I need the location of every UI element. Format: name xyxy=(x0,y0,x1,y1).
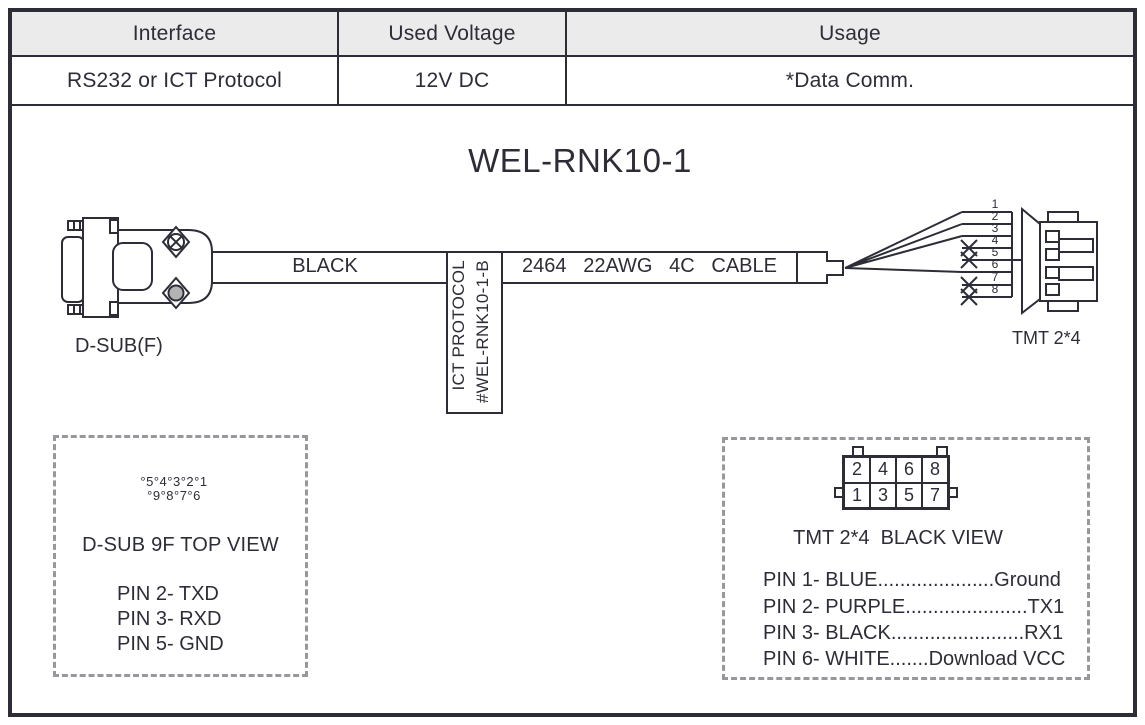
value-used-voltage: 12V DC xyxy=(339,57,567,104)
value-interface: RS232 or ICT Protocol xyxy=(12,57,339,104)
tmt-grid-cell: 5 xyxy=(896,482,922,508)
tmt-view-label: TMT 2*4 BLACK VIEW xyxy=(793,527,1003,549)
wire-number-2: 2 xyxy=(991,209,999,223)
wire-number-8: 8 xyxy=(991,282,999,296)
dsub-pin-5-gnd: PIN 5- GND xyxy=(117,633,224,655)
dsub-view-label: D-SUB 9F TOP VIEW xyxy=(82,534,279,556)
tmt-grid-cell: 4 xyxy=(870,457,896,483)
wire-number-5: 5 xyxy=(991,245,999,259)
wire-number-6: 6 xyxy=(991,257,999,271)
dsub-pin-row-top: °5°4°3°2°1 xyxy=(140,474,208,489)
wire-number-4: 4 xyxy=(991,233,999,247)
tmt-pin-3-black: PIN 3- BLACK........................RX1 xyxy=(763,622,1064,644)
tmt-pin-6-white: PIN 6- WHITE.......Download VCC xyxy=(763,648,1066,670)
tag-line-2: #WEL-RNK10-1-B xyxy=(473,260,492,404)
cable-tag-text: ICT PROTOCOL #WEL-RNK10-1-B xyxy=(447,252,502,413)
wire-number-1: 1 xyxy=(991,197,999,211)
spec-table-value-row: RS232 or ICT Protocol 12V DC *Data Comm. xyxy=(12,57,1133,106)
header-used-voltage: Used Voltage xyxy=(339,12,567,55)
dsub-pin-row-bottom: °9°8°7°6 xyxy=(147,488,201,503)
spec-table-header-row: Interface Used Voltage Usage xyxy=(12,12,1133,57)
left-connector-label: D-SUB(F) xyxy=(75,335,163,357)
tmt-grid-cell: 2 xyxy=(844,457,870,483)
tmt-pin-grid: 2 4 6 8 1 3 5 7 xyxy=(842,455,950,510)
tmt-grid-tab-left xyxy=(852,446,864,456)
tmt-grid-latch-left xyxy=(834,487,843,498)
tmt-grid-cell: 3 xyxy=(870,482,896,508)
tmt-grid-cell: 8 xyxy=(922,457,948,483)
dsub-pin-3-rxd: PIN 3- RXD xyxy=(117,608,222,630)
tag-line-1: ICT PROTOCOL xyxy=(449,260,468,391)
value-usage: *Data Comm. xyxy=(785,68,915,92)
wire-number-7: 7 xyxy=(991,270,999,284)
dsub-detail-panel xyxy=(53,435,308,677)
wire-number-3: 3 xyxy=(991,221,999,235)
tmt-grid-cell: 1 xyxy=(844,482,870,508)
header-interface: Interface xyxy=(12,12,339,55)
diagram-title: WEL-RNK10-1 xyxy=(468,142,692,179)
tmt-pin-1-blue: PIN 1- BLUE.....................Ground xyxy=(763,569,1061,591)
tmt-grid-tab-right xyxy=(936,446,948,456)
cable-color-label: BLACK xyxy=(292,255,358,277)
tmt-pin-2-purple: PIN 2- PURPLE......................TX1 xyxy=(763,596,1065,618)
right-connector-label: TMT 2*4 xyxy=(1012,328,1081,348)
header-usage: Usage xyxy=(819,21,881,45)
dsub-pin-2-txd: PIN 2- TXD xyxy=(117,583,219,605)
tmt-grid-latch-right xyxy=(949,487,958,498)
tmt-grid-cell: 7 xyxy=(922,482,948,508)
tmt-grid-cell: 6 xyxy=(896,457,922,483)
cable-spec-label: 2464 22AWG 4C CABLE xyxy=(522,255,777,277)
